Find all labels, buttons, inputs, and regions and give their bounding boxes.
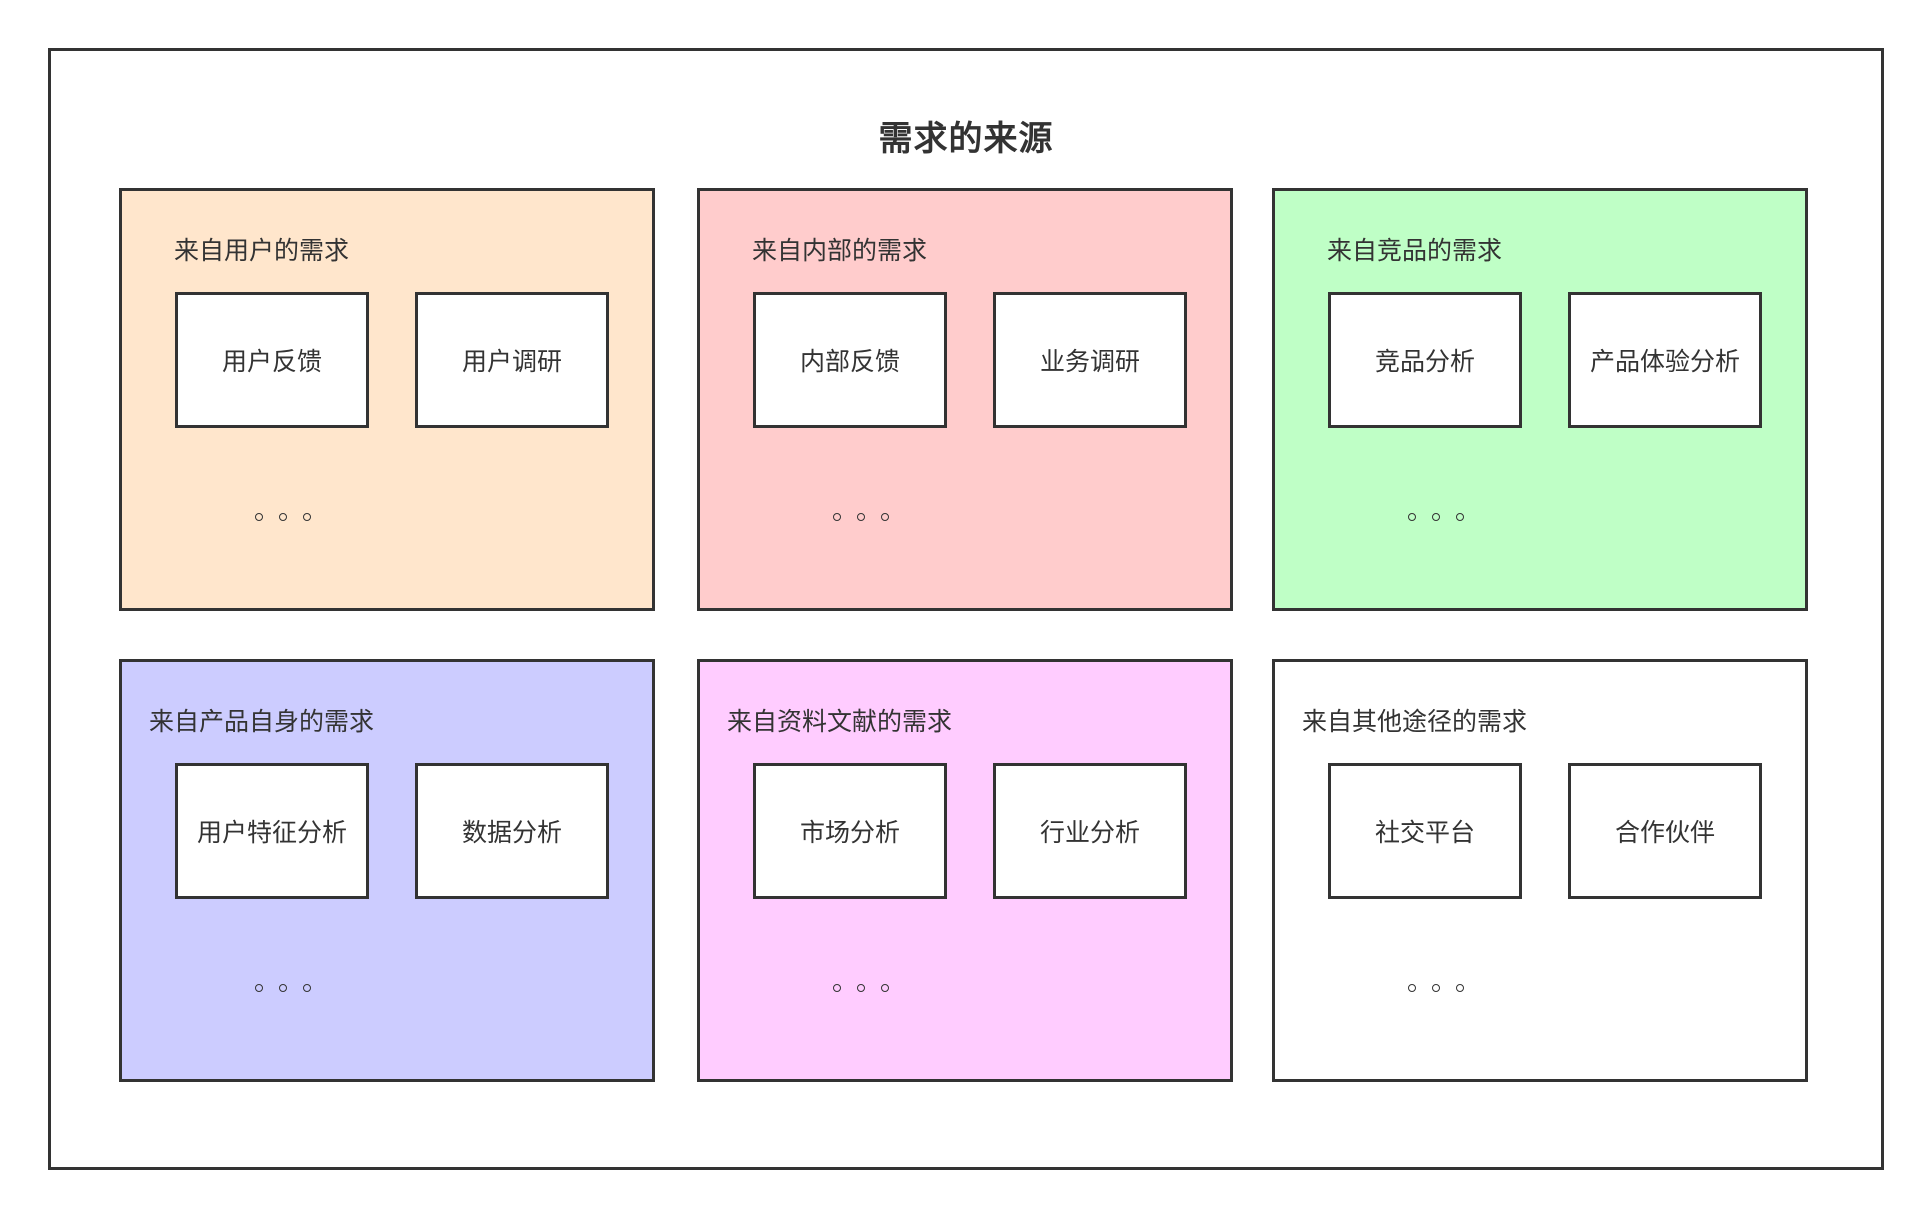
- node-competitor-analysis: 竞品分析: [1328, 292, 1522, 428]
- node-internal-feedback: 内部反馈: [753, 292, 947, 428]
- node-social-platform: 社交平台: [1328, 763, 1522, 899]
- ellipsis-icon: [833, 513, 889, 521]
- ellipsis-icon: [1408, 513, 1464, 521]
- diagram-title: 需求的来源: [878, 119, 1054, 159]
- group-other-channels-demand: 来自其他途径的需求 社交平台 合作伙伴: [1272, 659, 1808, 1082]
- group-label: 来自竞品的需求: [1327, 236, 1503, 265]
- ellipsis-icon: [833, 984, 889, 992]
- node-data-analysis: 数据分析: [415, 763, 609, 899]
- diagram-frame: 需求的来源 来自用户的需求 用户反馈 用户调研 来自内部的需求 内部反馈 业务调…: [48, 48, 1884, 1170]
- node-user-research: 用户调研: [415, 292, 609, 428]
- ellipsis-icon: [1408, 984, 1464, 992]
- node-business-research: 业务调研: [993, 292, 1187, 428]
- ellipsis-icon: [255, 513, 311, 521]
- group-product-self-demand: 来自产品自身的需求 用户特征分析 数据分析: [119, 659, 655, 1082]
- node-market-analysis: 市场分析: [753, 763, 947, 899]
- group-user-demand: 来自用户的需求 用户反馈 用户调研: [119, 188, 655, 611]
- group-internal-demand: 来自内部的需求 内部反馈 业务调研: [697, 188, 1233, 611]
- group-competitor-demand: 来自竞品的需求 竞品分析 产品体验分析: [1272, 188, 1808, 611]
- node-product-experience-analysis: 产品体验分析: [1568, 292, 1762, 428]
- ellipsis-icon: [255, 984, 311, 992]
- group-label: 来自产品自身的需求: [149, 707, 375, 736]
- group-label: 来自其他途径的需求: [1302, 707, 1528, 736]
- group-label: 来自内部的需求: [752, 236, 928, 265]
- group-literature-demand: 来自资料文献的需求 市场分析 行业分析: [697, 659, 1233, 1082]
- node-user-feedback: 用户反馈: [175, 292, 369, 428]
- node-industry-analysis: 行业分析: [993, 763, 1187, 899]
- group-label: 来自用户的需求: [174, 236, 350, 265]
- node-user-feature-analysis: 用户特征分析: [175, 763, 369, 899]
- group-label: 来自资料文献的需求: [727, 707, 953, 736]
- node-partners: 合作伙伴: [1568, 763, 1762, 899]
